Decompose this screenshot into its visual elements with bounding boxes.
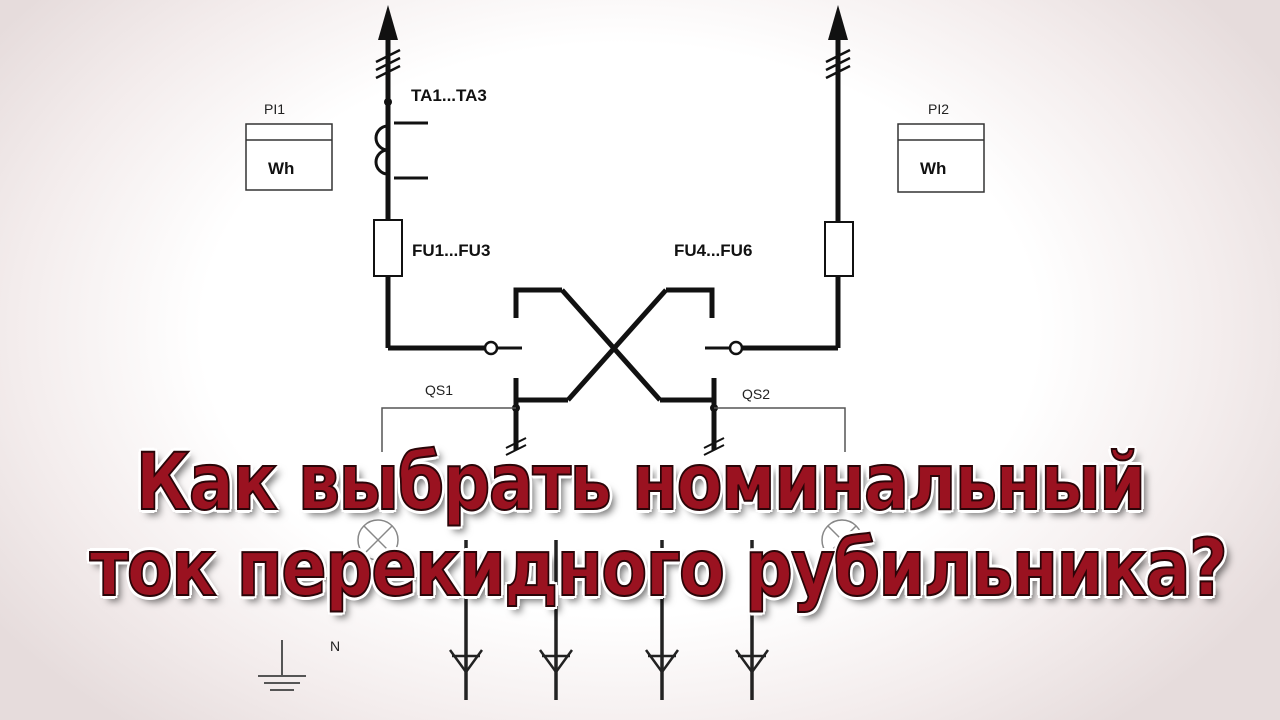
fuse-right-icon (824, 221, 854, 277)
meter-right-unit: Wh (920, 159, 946, 178)
meter-left-unit: Wh (268, 159, 294, 178)
switch-left-label: QS1 (425, 382, 453, 398)
left-feeder (373, 5, 522, 356)
lamp-left-icon (357, 519, 399, 561)
control-wiring (381, 407, 846, 452)
lamp-right-icon (821, 519, 863, 561)
meter-left-label: PI1 (264, 101, 285, 117)
switch-right-label: QS2 (742, 386, 770, 402)
meter-right-label: PI2 (928, 101, 949, 117)
fuse-right-label: FU4...FU6 (674, 241, 752, 260)
right-arrow (828, 5, 848, 40)
ct-label: TA1...TA3 (411, 86, 487, 105)
load-antenna-icons (448, 649, 770, 675)
switch-right-contact-icon (728, 340, 744, 356)
left-three-phase-ticks (375, 48, 401, 80)
headline: Как выбрать номинальный ток перекидного … (89, 438, 1229, 614)
right-feeder (705, 5, 854, 356)
neutral-label: N (330, 638, 340, 654)
headline-line-1: Как выбрать номинальный (135, 438, 1147, 528)
right-three-phase-ticks (825, 48, 851, 80)
meter-right: PI2 Wh (897, 101, 985, 193)
ground-icon (258, 640, 306, 691)
current-transformer-icon (374, 121, 428, 180)
changeover-switch (512, 287, 718, 450)
switch-left-contact-icon (483, 340, 499, 356)
fuse-left-icon (373, 219, 403, 277)
meter-left: PI1 Wh (245, 101, 333, 191)
fuse-left-label: FU1...FU3 (412, 241, 490, 260)
switch-output-ticks (505, 437, 725, 456)
headline-line-2: ток перекидного рубильника? (89, 524, 1229, 614)
left-arrow (378, 5, 398, 40)
